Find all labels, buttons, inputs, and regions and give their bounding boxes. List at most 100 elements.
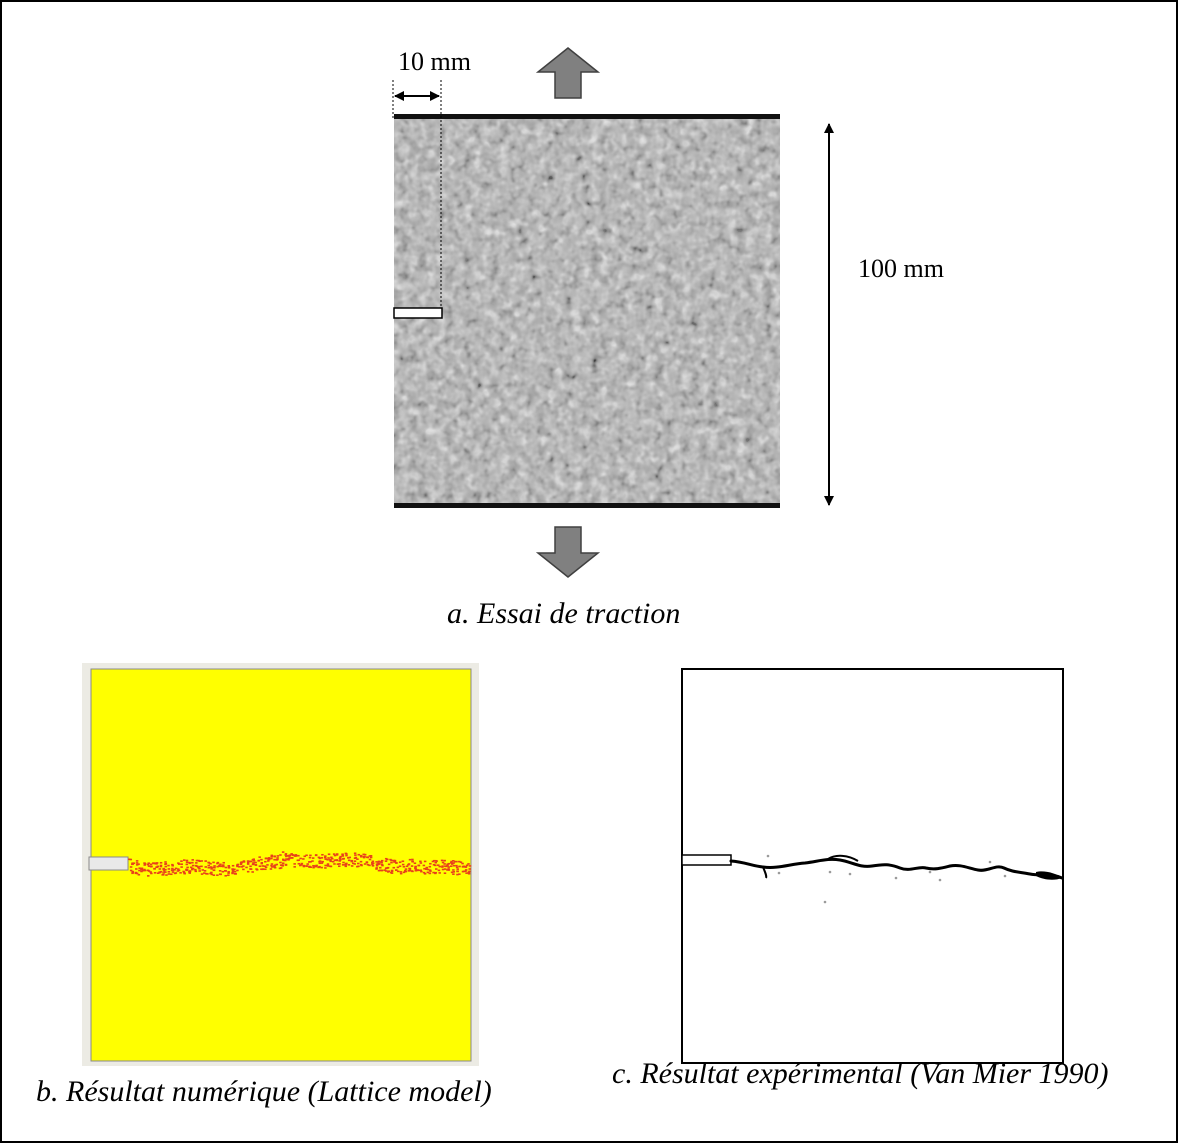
lattice-crack-element — [153, 862, 157, 864]
lattice-crack-element — [384, 870, 388, 872]
lattice-crack-element — [417, 864, 420, 867]
lattice-crack-element — [270, 855, 273, 858]
lattice-crack-element — [261, 865, 265, 867]
lattice-crack-element — [302, 858, 305, 860]
lattice-crack-element — [128, 858, 131, 861]
lattice-crack-element — [348, 856, 352, 859]
lattice-crack-element — [341, 864, 345, 866]
lattice-crack-element — [443, 863, 446, 865]
lattice-crack-element — [423, 867, 426, 870]
experimental-speckle — [848, 872, 852, 876]
lattice-crack-element — [435, 868, 438, 870]
lattice-crack-element — [200, 865, 203, 868]
lattice-crack-element — [162, 872, 165, 874]
concrete-texture — [394, 119, 780, 503]
lattice-crack-element — [338, 857, 342, 860]
lattice-crack-element — [290, 853, 293, 855]
experimental-crack-branch — [827, 854, 859, 862]
lattice-crack-element — [417, 869, 421, 872]
lattice-crack-element — [300, 863, 303, 866]
lattice-crack-element — [218, 870, 222, 872]
lattice-crack-element — [188, 872, 191, 874]
lattice-crack-element — [360, 855, 363, 858]
lattice-crack-element — [452, 864, 456, 867]
lattice-crack-element — [297, 854, 300, 857]
lattice-crack-element — [164, 863, 167, 865]
lattice-crack-element — [153, 868, 156, 870]
lattice-crack-element — [447, 869, 451, 871]
lattice-crack-element — [408, 858, 412, 861]
lattice-crack-element — [231, 868, 234, 870]
lattice-crack-element — [411, 860, 414, 863]
lattice-crack-element — [398, 865, 402, 868]
lattice-crack-element — [461, 865, 465, 868]
lattice-crack-element — [263, 865, 267, 868]
lattice-crack-element — [281, 858, 285, 861]
lattice-crack-element — [293, 863, 296, 865]
lattice-crack-element — [329, 865, 333, 868]
lattice-crack-element — [254, 861, 257, 864]
lattice-crack-element — [362, 855, 366, 858]
lattice-crack-element — [380, 869, 384, 872]
lattice-crack-element — [221, 870, 225, 873]
lattice-crack-element — [347, 857, 350, 859]
experimental-speckle — [766, 854, 770, 858]
lattice-crack-element — [308, 865, 311, 868]
experimental-speckle — [988, 860, 992, 864]
lattice-crack-element — [200, 860, 203, 862]
lattice-crack-element — [152, 862, 155, 864]
lattice-crack-element — [356, 858, 359, 860]
lattice-crack-element — [297, 862, 301, 865]
experimental-crack-tip — [1036, 871, 1062, 880]
lattice-crack-element — [282, 859, 285, 862]
lattice-crack-element — [371, 860, 375, 863]
lattice-crack-element — [264, 857, 268, 860]
lattice-crack-element — [393, 859, 397, 862]
lattice-crack-element — [333, 863, 336, 865]
lattice-crack-element — [164, 861, 167, 863]
lattice-crack-element — [450, 860, 453, 863]
lattice-crack-element — [227, 872, 230, 874]
lattice-crack-element — [242, 865, 245, 867]
lattice-crack-element — [455, 866, 459, 869]
lattice-crack-element — [167, 864, 170, 867]
lattice-crack-element — [141, 869, 145, 872]
lattice-crack-element — [162, 867, 165, 870]
lattice-crack-element — [212, 866, 216, 869]
lattice-crack-element — [273, 866, 276, 868]
lattice-crack-element — [422, 864, 426, 867]
lattice-crack-element — [356, 865, 359, 868]
lattice-crack-element — [414, 867, 417, 869]
lattice-crack-element — [408, 869, 412, 872]
lattice-crack-element — [459, 861, 463, 864]
lattice-crack-element — [135, 860, 139, 862]
lattice-crack-element — [332, 860, 335, 863]
lattice-crack-element — [402, 865, 406, 868]
lattice-crack-element — [221, 864, 225, 867]
lattice-crack-element — [387, 863, 391, 866]
lattice-crack-element — [404, 870, 408, 873]
lattice-crack-element — [288, 854, 292, 857]
lattice-crack-element — [414, 869, 418, 872]
lattice-crack-element — [363, 863, 367, 865]
lattice-crack-element — [447, 866, 450, 868]
lattice-crack-element — [132, 862, 136, 865]
lattice-crack-element — [198, 870, 201, 872]
panel-c-caption: c. Résultat expérimental (Van Mier 1990) — [612, 1057, 1109, 1090]
lattice-crack-element — [171, 871, 175, 873]
lattice-crack-element — [425, 868, 428, 871]
lattice-crack-element — [257, 860, 260, 862]
lattice-crack-element — [446, 869, 449, 871]
lattice-crack-element — [453, 860, 457, 863]
lattice-crack-element — [222, 865, 225, 868]
lattice-crack-element — [249, 860, 253, 863]
lattice-crack-element — [222, 861, 226, 864]
lattice-crack-element — [293, 866, 296, 868]
lattice-crack-element — [354, 856, 358, 859]
lattice-crack-element — [129, 858, 133, 861]
lattice-crack-element — [458, 865, 461, 868]
lattice-crack-element — [324, 858, 327, 860]
lattice-crack-element — [411, 858, 414, 861]
lattice-crack-element — [273, 858, 276, 861]
lattice-crack-element — [320, 857, 324, 859]
